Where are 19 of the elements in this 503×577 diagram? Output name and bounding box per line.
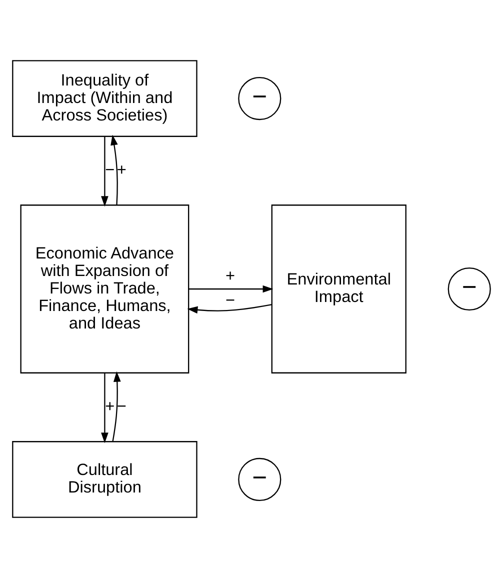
node-box: Cultural Disruption: [12, 440, 198, 518]
arrow: [112, 370, 121, 442]
node-box: Inequality of Impact (Within and Across Societies): [12, 60, 198, 136]
edge-label: −: [105, 160, 115, 179]
edge-label: −: [225, 291, 236, 310]
edge-label: +: [105, 397, 115, 416]
node-circle: −: [448, 266, 491, 310]
arrow: [110, 134, 118, 204]
arrow: [101, 136, 108, 206]
edge-label: +: [116, 160, 126, 179]
arrow: [101, 372, 108, 443]
edge-label: −: [116, 397, 126, 416]
node-box: Environmental Impact: [271, 204, 406, 373]
arrow: [188, 284, 274, 292]
node-circle: −: [238, 76, 282, 120]
edge-label: +: [225, 266, 236, 285]
arrow: [187, 304, 272, 314]
node-circle: −: [238, 457, 282, 501]
node-box: Economic Advance with Expansion of Flows in Trade, Finance, Humans, and Ideas: [20, 204, 190, 373]
